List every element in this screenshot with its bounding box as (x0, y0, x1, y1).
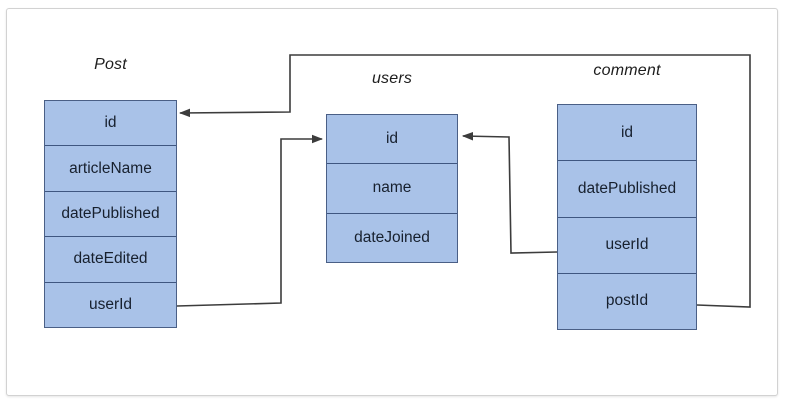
field-comment-datepublished[interactable]: datePublished (558, 161, 696, 218)
edge-comment-userid-to-users-id (461, 131, 558, 254)
field-post-userid[interactable]: userId (45, 282, 176, 328)
field-users-datejoined[interactable]: dateJoined (327, 213, 457, 262)
entity-post-box[interactable]: id articleName datePublished dateEdited … (44, 100, 177, 328)
edge-post-userid-to-users-id (176, 134, 324, 307)
entity-post-title: Post (94, 56, 127, 73)
entity-users-title: users (371, 70, 413, 87)
entity-comment-box[interactable]: id datePublished userId postId (557, 104, 697, 330)
field-comment-id[interactable]: id (558, 105, 696, 162)
field-post-datepublished[interactable]: datePublished (45, 191, 176, 238)
field-post-articlename[interactable]: articleName (45, 146, 176, 192)
field-comment-postid[interactable]: postId (558, 273, 696, 329)
field-users-id[interactable]: id (327, 115, 457, 165)
field-users-name[interactable]: name (327, 164, 457, 214)
field-post-id[interactable]: id (45, 101, 176, 147)
entity-post[interactable]: Post id articleName datePublished dateEd… (44, 56, 177, 328)
field-comment-userid[interactable]: userId (558, 217, 696, 274)
entity-users-box[interactable]: id name dateJoined (326, 114, 458, 263)
entity-users[interactable]: users id name dateJoined (326, 70, 458, 263)
field-post-dateedited[interactable]: dateEdited (45, 237, 176, 283)
entity-comment-title: comment (593, 62, 661, 79)
entity-comment[interactable]: comment id datePublished userId postId (557, 62, 697, 330)
